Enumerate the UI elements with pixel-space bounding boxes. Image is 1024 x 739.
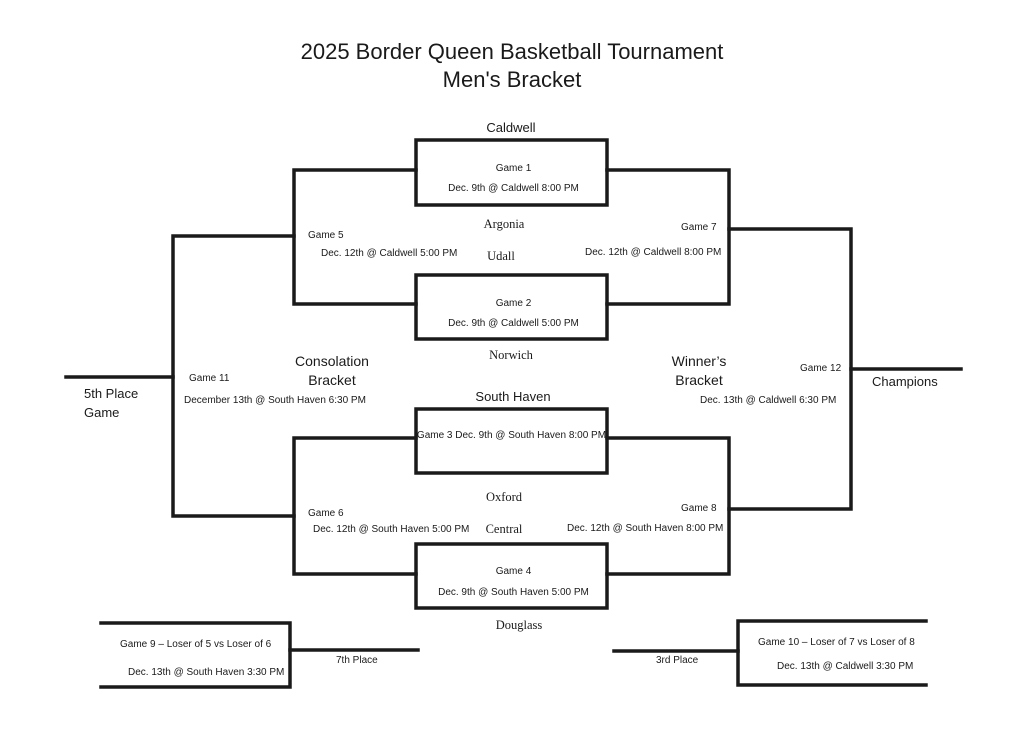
game-8-name: Game 8	[681, 503, 717, 514]
game-1-box	[414, 138, 609, 207]
game-11-time: December 13th @ South Haven 6:30 PM	[184, 395, 366, 406]
team-oxford: Oxford	[485, 490, 523, 504]
game-8-time: Dec. 12th @ South Haven 8:00 PM	[567, 523, 724, 534]
game-1-name: Game 1	[495, 163, 532, 174]
third-place-label: 3rd Place	[656, 655, 699, 666]
game-2-name: Game 2	[495, 298, 532, 309]
game-7-bracket	[605, 168, 731, 306]
game-10-bracket	[736, 619, 928, 687]
game-11-name: Game 11	[189, 373, 230, 384]
game-3-box	[414, 407, 609, 475]
game-6-time: Dec. 12th @ South Haven 5:00 PM	[313, 524, 470, 535]
team-argonia: Argonia	[483, 217, 525, 231]
champions-label: Champions	[872, 374, 938, 389]
game-8-bracket	[605, 436, 731, 576]
consolation-label-1: Consolation	[295, 353, 369, 369]
game-10-time: Dec. 13th @ Caldwell 3:30 PM	[777, 661, 914, 672]
game-10-name: Game 10 – Loser of 7 vs Loser of 8	[758, 637, 915, 648]
seventh-place-label: 7th Place	[336, 655, 378, 666]
fifth-place-label-1: 5th Place	[84, 386, 139, 401]
winners-label-1: Winner’s	[671, 353, 727, 369]
fifth-place-label-2: Game	[84, 405, 120, 420]
game-9-time: Dec. 13th @ South Haven 3:30 PM	[128, 667, 285, 678]
game-6-name: Game 6	[308, 508, 344, 519]
game-2-box	[414, 273, 609, 341]
team-central: Central	[485, 522, 523, 536]
game-4-time: Dec. 9th @ South Haven 5:00 PM	[438, 587, 589, 598]
game-3-label: Game 3 Dec. 9th @ South Haven 8:00 PM	[416, 430, 607, 441]
game-12-time: Dec. 13th @ Caldwell 6:30 PM	[700, 395, 837, 406]
winners-label-2: Bracket	[675, 372, 723, 388]
game-6-bracket	[292, 436, 418, 576]
game-9-name: Game 9 – Loser of 5 vs Loser of 6	[120, 639, 272, 650]
game-5-name: Game 5	[308, 230, 344, 241]
game-1-time: Dec. 9th @ Caldwell 8:00 PM	[448, 183, 579, 194]
team-norwich: Norwich	[489, 348, 533, 362]
page-title: 2025 Border Queen Basketball Tournament	[300, 39, 724, 64]
team-douglass: Douglass	[495, 618, 543, 632]
game-2-time: Dec. 9th @ Caldwell 5:00 PM	[448, 318, 579, 329]
game-9-bracket	[99, 621, 292, 689]
game-4-box	[414, 542, 609, 610]
game-12-name: Game 12	[800, 363, 842, 374]
game-5-time: Dec. 12th @ Caldwell 5:00 PM	[321, 248, 458, 259]
page-subtitle: Men's Bracket	[442, 67, 582, 92]
game-7-name: Game 7	[681, 222, 717, 233]
game-4-name: Game 4	[495, 566, 532, 577]
team-caldwell: Caldwell	[486, 120, 536, 135]
team-south-haven: South Haven	[475, 389, 551, 404]
team-udall: Udall	[487, 249, 515, 263]
game-7-time: Dec. 12th @ Caldwell 8:00 PM	[585, 247, 722, 258]
consolation-label-2: Bracket	[308, 372, 356, 388]
